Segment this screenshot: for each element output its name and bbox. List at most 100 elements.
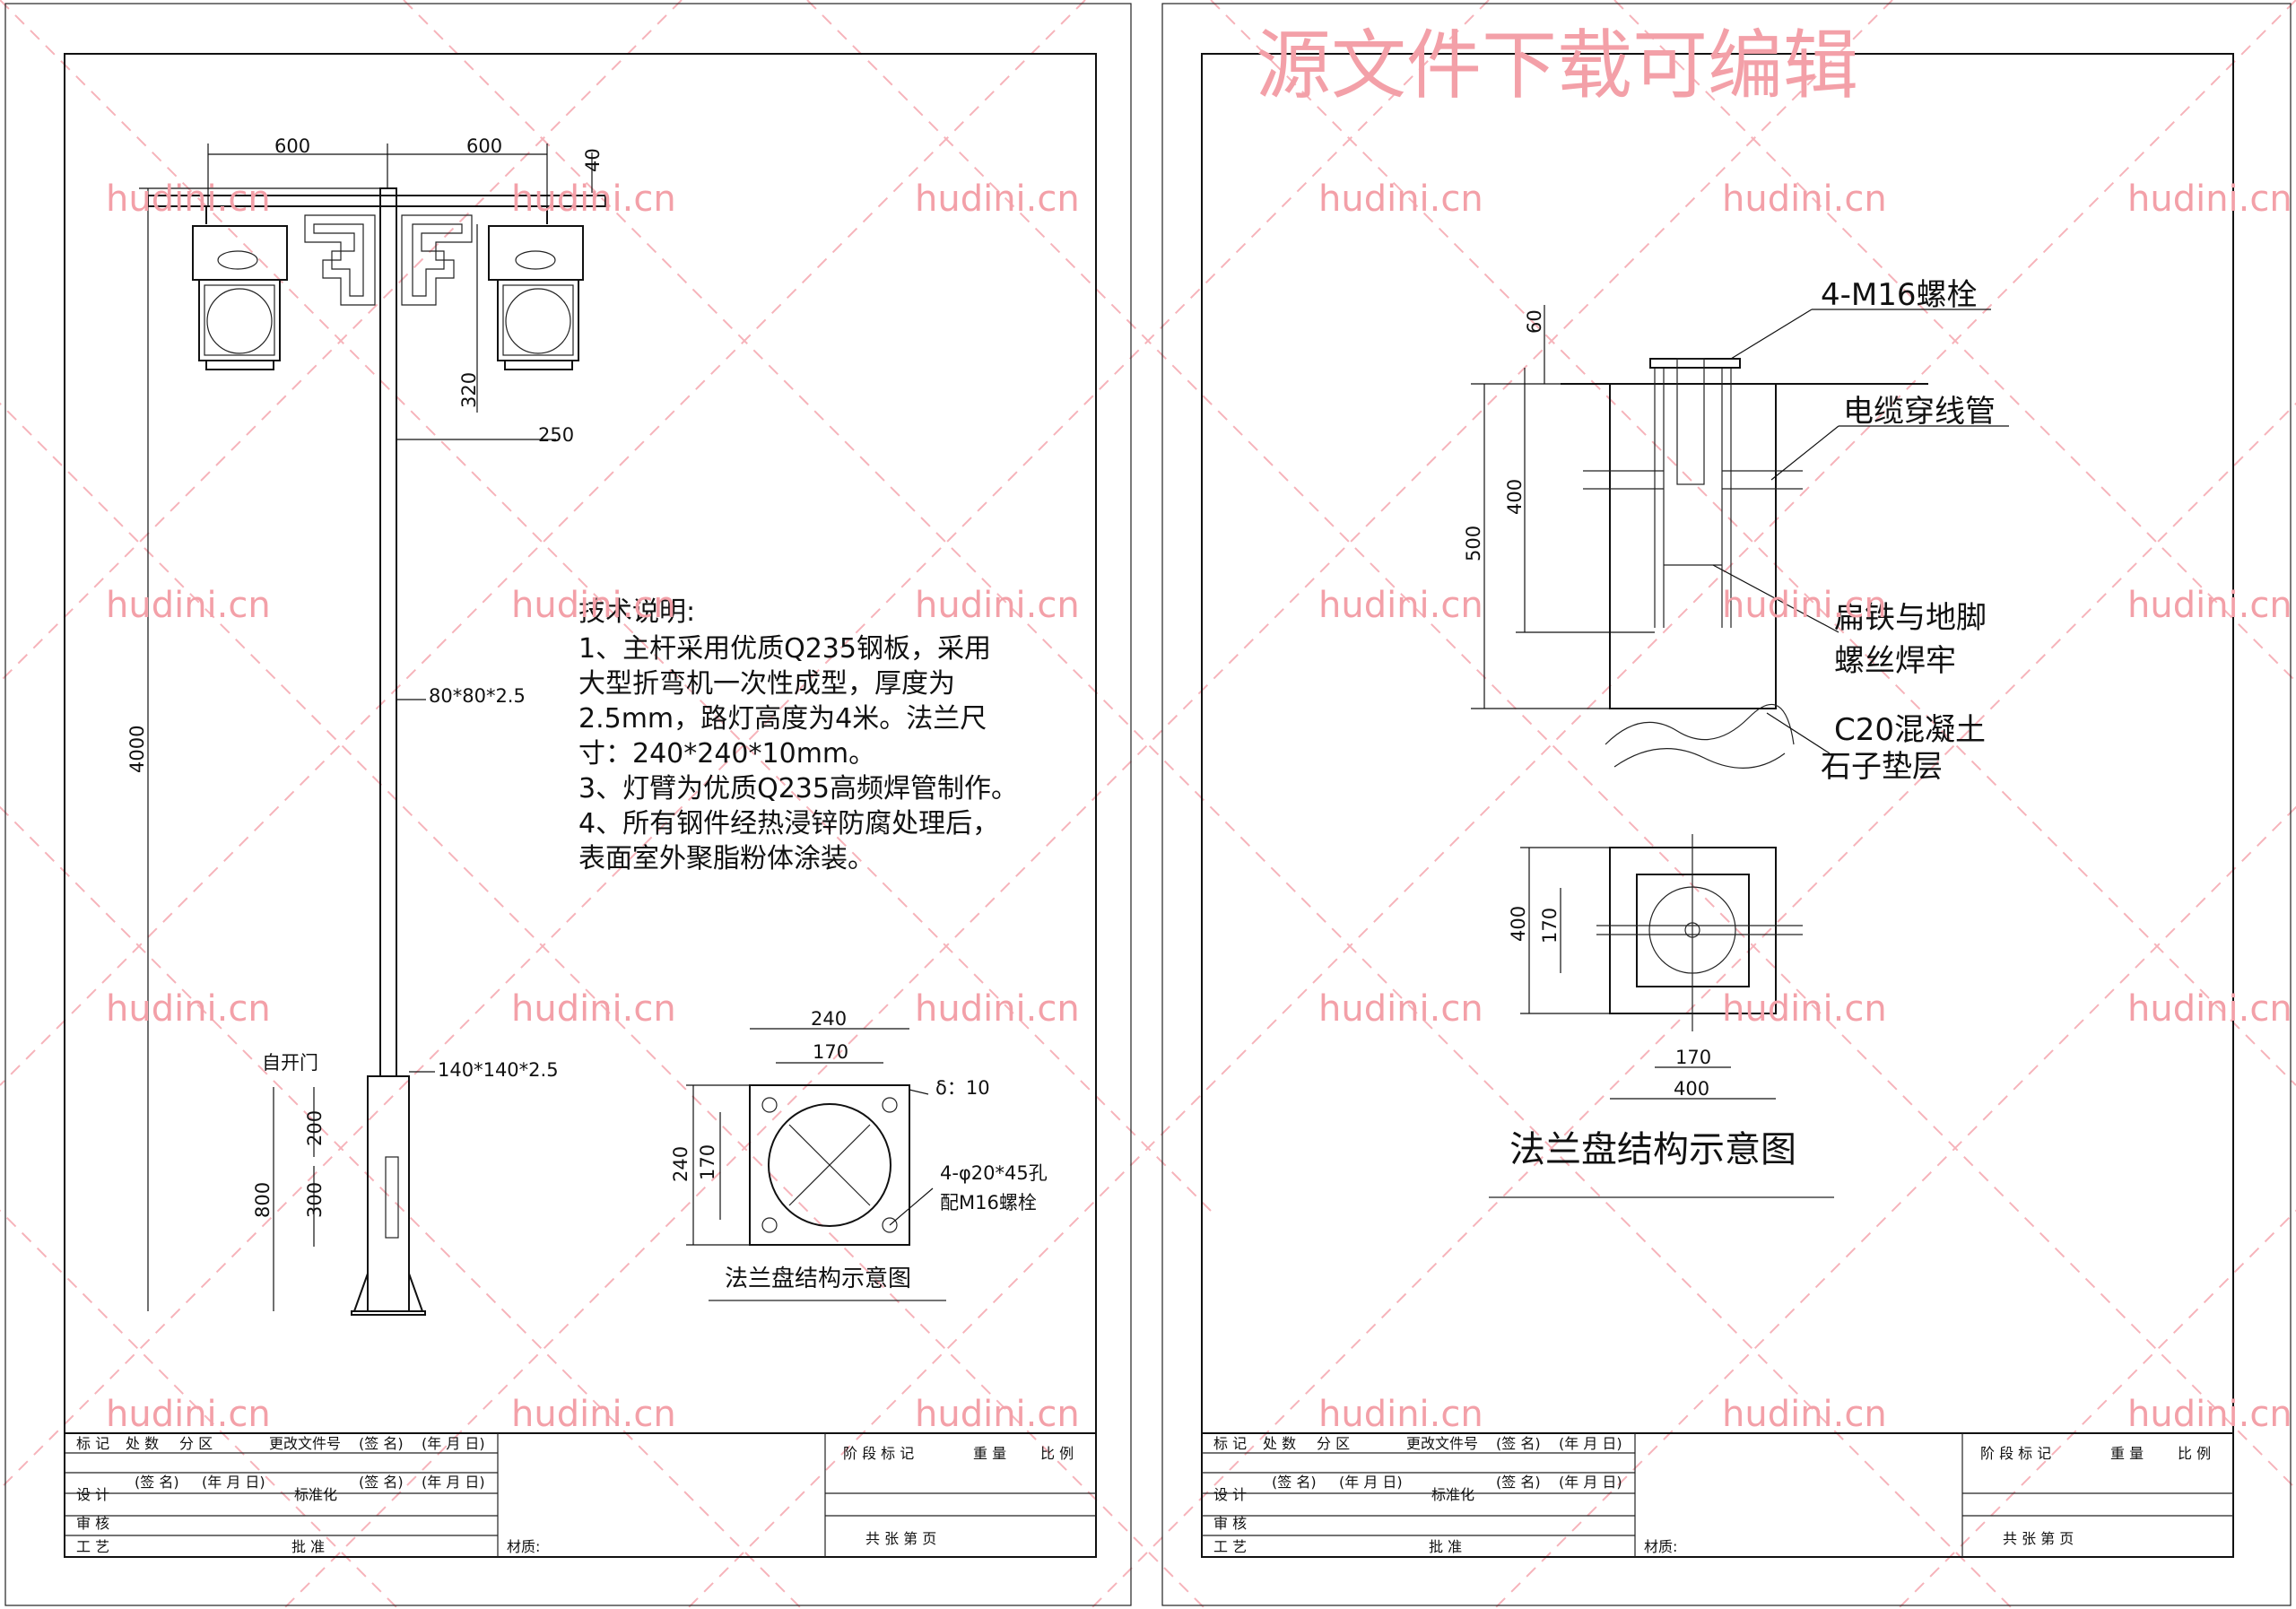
right-sheet-frame [1161, 3, 2292, 1606]
notes-line-7: 表面室外聚脂粉体涂装。 [578, 843, 874, 874]
watermark-text: hudini.cn [106, 988, 271, 1030]
tb-right-standard: 标准化 [1431, 1486, 1474, 1503]
flange-outer-dim: 240 [811, 1008, 847, 1030]
tb-left-sheets: 共 张 第 页 [865, 1530, 936, 1547]
tb-left-design-date: (年 月 日) [202, 1474, 265, 1491]
tb-left-change: 更改文件号 [269, 1435, 341, 1452]
watermark-text: hudini.cn [1318, 1394, 1483, 1435]
tb-right-approve: 批 准 [1429, 1538, 1462, 1555]
watermark-text: hudini.cn [106, 178, 271, 220]
flange-holes: 4-φ20*45孔 [940, 1162, 1048, 1184]
watermark-text: hudini.cn [511, 1394, 676, 1435]
tb-right-design: 设 计 [1213, 1486, 1247, 1503]
tb-right-sign: (签 名) [1496, 1435, 1541, 1452]
tb-right-stage: 阶 段 标 记 [1980, 1445, 2051, 1462]
label-bolts: 4-M16螺栓 [1821, 277, 1978, 313]
watermark-banner: 源文件下载可编辑 [1256, 22, 1858, 109]
right-lantern [488, 225, 584, 370]
tb-left-mark: 标 记 [76, 1435, 109, 1452]
notes-title: 技术说明: [578, 596, 695, 628]
dim-depth: 500 [1463, 526, 1484, 561]
plan-h-outer: 400 [1674, 1078, 1709, 1100]
tb-right-std-sign: (签 名) [1496, 1474, 1541, 1491]
lamp-dimensions [139, 144, 593, 1311]
watermark-text: hudini.cn [1722, 178, 1887, 220]
dim-lamp-drop: 320 [458, 372, 480, 408]
tb-right-std-date: (年 月 日) [1559, 1474, 1622, 1491]
tb-left-design-sign: (签 名) [135, 1474, 179, 1491]
door-label: 自开门 [262, 1052, 318, 1074]
tb-left-weight: 重 量 [973, 1445, 1006, 1462]
watermark-text: hudini.cn [2127, 178, 2292, 220]
tb-left-std-date: (年 月 日) [422, 1474, 485, 1491]
dim-lower-pole: 140*140*2.5 [438, 1059, 559, 1081]
notes-line-4: 寸：240*240*10mm。 [578, 738, 875, 770]
tb-right-review: 审 核 [1213, 1515, 1247, 1532]
tb-left-count: 处 数 [126, 1435, 159, 1452]
dim-top-offset: 40 [582, 148, 604, 172]
watermark-text: hudini.cn [1318, 178, 1483, 220]
watermark-text: hudini.cn [915, 585, 1080, 626]
dim-bolt-top: 60 [1524, 309, 1545, 334]
tb-right-change: 更改文件号 [1406, 1435, 1478, 1452]
watermark-text: hudini.cn [511, 585, 676, 626]
tb-left-stage: 阶 段 标 记 [843, 1445, 914, 1462]
tb-right-sheets: 共 张 第 页 [2003, 1530, 2074, 1547]
tb-left-scale: 比 例 [1040, 1445, 1074, 1462]
dim-arm-right: 600 [466, 135, 502, 157]
watermark-text: hudini.cn [1318, 585, 1483, 626]
tb-left-standard: 标准化 [294, 1486, 337, 1503]
flange-plan-left [686, 1028, 946, 1301]
watermarks: hudini.cn hudini.cn hudini.cn hudini.cn … [106, 22, 2292, 1435]
watermark-text: hudini.cn [1722, 585, 1887, 626]
title-block-right [1201, 1432, 2234, 1558]
label-concrete: C20混凝土 [1834, 712, 1986, 748]
tb-left-std-sign: (签 名) [359, 1474, 404, 1491]
flange-title-right: 法兰盘结构示意图 [1509, 1129, 1796, 1170]
tb-right-date: (年 月 日) [1559, 1435, 1622, 1452]
watermark-text: hudini.cn [1722, 988, 1887, 1030]
watermark-text: hudini.cn [915, 988, 1080, 1030]
notes-line-5: 3、灯臂为优质Q235高频焊管制作。 [578, 773, 1018, 804]
dim-arm-depth: 250 [538, 424, 574, 446]
lamp-elevation [147, 187, 606, 1316]
tb-left-craft: 工 艺 [76, 1538, 109, 1555]
tb-right-zone: 分 区 [1317, 1435, 1350, 1452]
watermark-text: hudini.cn [915, 178, 1080, 220]
flange-outer-v-dim: 240 [670, 1146, 691, 1182]
left-lantern [192, 225, 288, 370]
plan-v-inner: 170 [1539, 908, 1561, 944]
tb-right-material: 材质: [1644, 1538, 1677, 1555]
watermark-text: hudini.cn [1722, 1394, 1887, 1435]
tb-left-zone: 分 区 [179, 1435, 213, 1452]
tb-left-approve: 批 准 [291, 1538, 325, 1555]
tb-right-craft: 工 艺 [1213, 1538, 1247, 1555]
watermark-text: hudini.cn [2127, 1394, 2292, 1435]
watermark-text: hudini.cn [511, 178, 676, 220]
watermark-text: hudini.cn [106, 1394, 271, 1435]
left-sheet-frame [4, 3, 1132, 1606]
watermark-text: hudini.cn [1318, 988, 1483, 1030]
plan-h-inner: 170 [1675, 1047, 1711, 1068]
dim-door-offset: 300 [304, 1182, 326, 1218]
notes-line-6: 4、所有钢件经热浸锌防腐处理后， [578, 808, 999, 839]
title-block-left [64, 1432, 1097, 1558]
flange-title-left: 法兰盘结构示意图 [725, 1265, 911, 1292]
tb-left-material: 材质: [507, 1538, 540, 1555]
flange-inner-v-dim: 170 [697, 1144, 718, 1180]
tb-left-review: 审 核 [76, 1515, 109, 1532]
flange-bolts: 配M16螺栓 [940, 1192, 1037, 1213]
flange-plan-right [1489, 834, 1834, 1198]
plan-v-outer: 400 [1508, 906, 1529, 942]
dim-pole-height: 4000 [126, 726, 148, 773]
foundation-section [1471, 305, 2009, 769]
tb-left-design: 设 计 [76, 1486, 109, 1503]
tb-right-mark: 标 记 [1213, 1435, 1247, 1452]
label-flat-iron-2: 螺丝焊牢 [1834, 643, 1956, 679]
tb-right-scale: 比 例 [2178, 1445, 2211, 1462]
watermark-text: hudini.cn [2127, 988, 2292, 1030]
tb-right-weight: 重 量 [2110, 1445, 2144, 1462]
watermark-text: hudini.cn [2127, 585, 2292, 626]
